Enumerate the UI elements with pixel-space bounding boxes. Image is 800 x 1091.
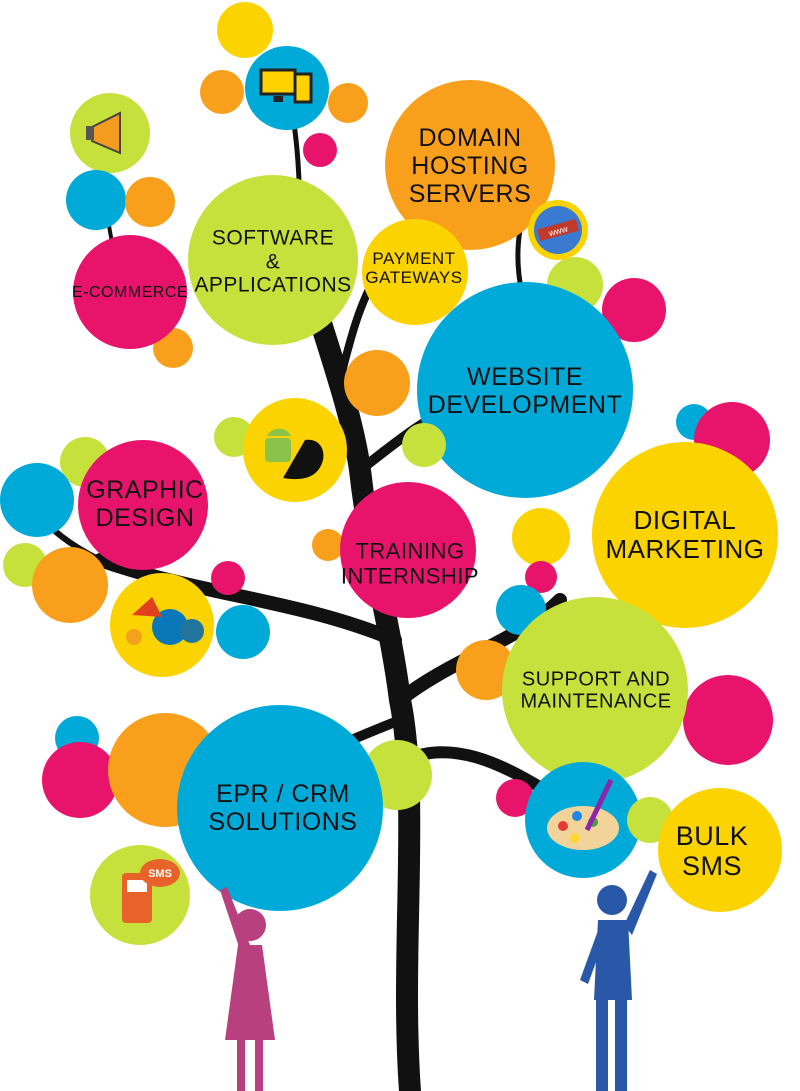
svg-text:SMS: SMS (148, 868, 172, 880)
pink-bubble (496, 779, 534, 817)
website-label-line: DEVELOPMENT (427, 391, 623, 419)
devices-icon (259, 68, 313, 104)
woman-figure-icon (220, 887, 275, 1091)
android-apple-icon (265, 428, 324, 480)
yellow-bubble (217, 2, 273, 58)
orange-bubble (125, 177, 175, 227)
training-label-line: TRAINING (355, 538, 465, 564)
orange-bubble (344, 350, 410, 416)
paint-palette-icon (547, 778, 619, 850)
orange-bubble (456, 640, 516, 700)
blue-bubble (417, 282, 633, 498)
domain-label-line: DOMAIN (418, 124, 522, 152)
ecommerce-service-label: E-COMMERCE (72, 284, 188, 302)
yellow-bubble (512, 508, 570, 566)
pink-bubble (340, 482, 476, 618)
ecommerce-label-line: E-COMMERCE (71, 284, 189, 302)
software-service-label: SOFTWARE&APPLICATIONS (194, 227, 351, 298)
bulk-label-line: BULK (675, 820, 749, 851)
globe-www-icon: www (534, 206, 582, 254)
pink-bubble (211, 561, 245, 595)
yellow-bubble (658, 788, 782, 912)
pink-bubble (73, 235, 187, 349)
pink-bubble (683, 675, 773, 765)
epr-label-line: SOLUTIONS (208, 808, 358, 836)
blue-bubble (0, 463, 74, 537)
blue-bubble (66, 170, 126, 230)
yellow-bubble (592, 442, 778, 628)
graphic-label-line: GRAPHIC (86, 476, 204, 504)
payment-label-line: PAYMENT (372, 248, 456, 268)
lime-bubble (188, 175, 358, 345)
pink-bubble (78, 440, 208, 570)
lime-bubble (502, 597, 688, 783)
lime-bubble (402, 423, 446, 467)
orange-bubble (328, 83, 368, 123)
yellow-bubble (362, 219, 468, 325)
training-label-line: INTERNSHIP (340, 563, 480, 588)
blue-bubble (216, 605, 270, 659)
website-label-line: WEBSITE (466, 363, 583, 391)
pink-bubble (303, 133, 337, 167)
software-label-line: APPLICATIONS (194, 273, 352, 297)
cms-logos-icon (126, 597, 204, 645)
android-apple-bubble (243, 398, 347, 502)
digital-label-line: DIGITAL (633, 504, 737, 535)
orange-bubble (312, 529, 344, 561)
software-label-line: SOFTWARE (211, 226, 335, 250)
domain-label-line: SERVERS (408, 180, 532, 208)
digital-label-line: MARKETING (605, 534, 765, 564)
orange-bubble (32, 547, 108, 623)
domain-label-line: HOSTING (411, 152, 529, 180)
orange-bubble (385, 80, 555, 250)
man-figure-icon (580, 870, 657, 1091)
pink-bubble (42, 742, 118, 818)
software-label-line: & (265, 250, 281, 274)
graphic-label-line: DESIGN (95, 504, 195, 532)
payment-label-line: GATEWAYS (365, 268, 463, 287)
support-label-line: MAINTENANCE (520, 691, 672, 713)
orange-bubble (200, 70, 244, 114)
pink-bubble (602, 278, 666, 342)
bulk-label-line: SMS (681, 851, 743, 881)
megaphone-icon (86, 111, 121, 155)
epr-label-line: EPR / CRM (216, 780, 350, 808)
support-label-line: SUPPORT AND (521, 668, 671, 691)
sms-phone-icon: SMS (122, 859, 180, 923)
pink-bubble (525, 561, 557, 593)
blue-bubble (177, 705, 383, 911)
